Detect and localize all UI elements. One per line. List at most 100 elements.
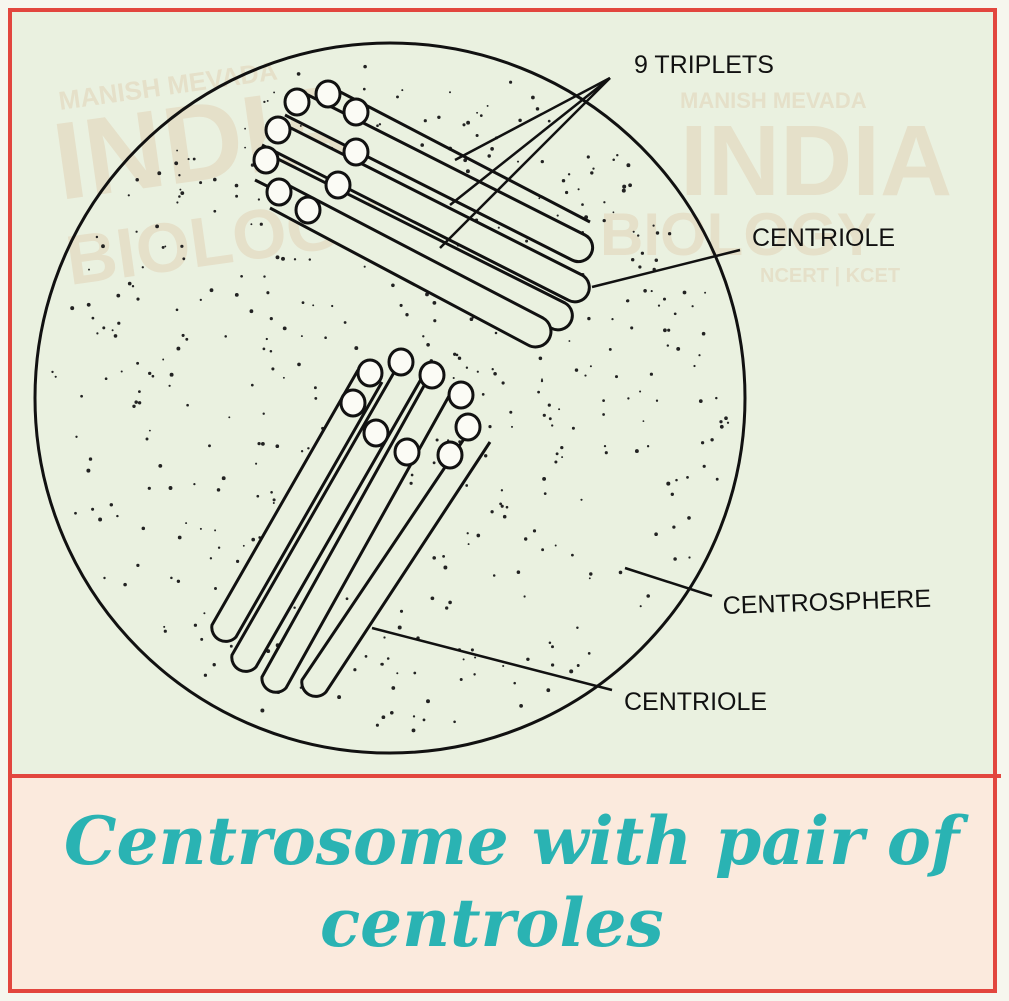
stipple-dot — [136, 297, 140, 301]
stipple-dot — [161, 245, 165, 249]
stipple-dot — [642, 420, 645, 422]
stipple-dot — [262, 347, 266, 351]
stipple-dot — [638, 265, 642, 269]
stipple-dot — [632, 230, 635, 233]
stipple-dot — [185, 522, 188, 525]
caption-line-1: Centrosome with pair of — [64, 802, 960, 880]
stipple-dot — [74, 511, 77, 515]
stipple-dot — [663, 328, 667, 333]
stipple-dot — [174, 161, 179, 166]
stipple-dot — [577, 188, 580, 191]
stipple-dot — [516, 160, 520, 163]
stipple-dot — [550, 663, 555, 667]
stipple-dot — [497, 226, 500, 229]
stipple-dot — [502, 664, 505, 668]
stipple-dot — [432, 556, 436, 560]
stipple-dot — [574, 368, 579, 372]
stipple-dot — [500, 489, 504, 492]
stipple-dot — [260, 708, 265, 713]
stipple-dot — [465, 366, 469, 369]
stipple-dot — [621, 188, 626, 193]
stipple-dot — [466, 532, 469, 535]
stipple-dot — [179, 188, 182, 191]
stipple-dot — [542, 413, 546, 417]
label-centriole-bottom: CENTRIOLE — [624, 688, 767, 716]
stipple-dot — [51, 370, 54, 374]
stipple-dot — [688, 556, 691, 559]
stipple-dot — [676, 346, 681, 351]
stipple-dot — [556, 214, 559, 217]
tubule-bottom-4 — [300, 429, 492, 698]
stipple-dot — [491, 368, 494, 371]
stipple-dot — [213, 177, 217, 182]
tubule-end-icon — [264, 115, 292, 145]
stipple-dot — [127, 194, 130, 197]
stipple-dot — [518, 118, 522, 123]
stipple-dot — [555, 452, 559, 456]
stipple-dot — [618, 570, 623, 575]
stipple-dot — [501, 381, 505, 385]
leader-triplets-1 — [454, 76, 611, 162]
stipple-dot — [80, 394, 83, 398]
stipple-dot — [113, 334, 118, 338]
tubule-end-icon — [454, 412, 482, 442]
stipple-dot — [494, 331, 498, 335]
stipple-dot — [442, 555, 445, 558]
stipple-dot — [272, 498, 276, 502]
stipple-dot — [158, 463, 163, 468]
stipple-dot — [655, 231, 660, 235]
stipple-dot — [169, 372, 174, 377]
stipple-dot — [646, 594, 650, 598]
stipple-dot — [463, 158, 468, 163]
tubule-end-icon — [294, 195, 322, 225]
stipple-dot — [187, 158, 190, 161]
stipple-dot — [547, 403, 551, 407]
leader-centrosphere — [624, 566, 713, 598]
stipple-dot — [719, 424, 724, 429]
label-triplets: 9 TRIPLETS — [634, 51, 774, 79]
stipple-dot — [307, 447, 310, 450]
stipple-dot — [164, 245, 167, 248]
tubule-bottom-2 — [230, 361, 426, 673]
stipple-dot — [390, 711, 394, 715]
figure-caption: Centrosome with pair of centroles — [12, 778, 993, 989]
stipple-dot — [589, 572, 593, 576]
stipple-dot — [88, 457, 93, 461]
stipple-dot — [397, 625, 402, 630]
stipple-dot — [275, 255, 280, 260]
stipple-dot — [547, 119, 551, 123]
stipple-dot — [273, 91, 276, 94]
stipple-dot — [111, 329, 114, 332]
stipple-dot — [214, 587, 217, 590]
stipple-dot — [462, 658, 465, 661]
stipple-dot — [163, 629, 167, 633]
stipple-dot — [168, 486, 173, 490]
stipple-dot — [426, 699, 430, 704]
stipple-dot — [296, 72, 301, 76]
stipple-dot — [386, 657, 390, 660]
stipple-dot — [193, 623, 198, 627]
tubule-end-icon — [418, 360, 446, 390]
stipple-dot — [667, 232, 672, 236]
stipple-dot — [673, 312, 677, 316]
stipple-dot — [86, 468, 91, 473]
stipple-dot — [203, 612, 206, 615]
stipple-dot — [236, 559, 240, 564]
stipple-dot — [588, 577, 591, 580]
stipple-dot — [548, 641, 552, 644]
stipple-dot — [282, 326, 287, 331]
stipple-dot — [667, 328, 671, 332]
stipple-dot — [639, 605, 642, 608]
stipple-dot — [448, 600, 452, 605]
stipple-dot — [423, 119, 427, 123]
stipple-dot — [486, 104, 489, 107]
stipple-dot — [203, 673, 208, 677]
stipple-dot — [249, 309, 254, 314]
stipple-dot — [704, 291, 707, 294]
stipple-dot — [299, 124, 302, 127]
stipple-dot — [116, 514, 119, 518]
stipple-dot — [168, 384, 171, 387]
stipple-dot — [362, 87, 366, 91]
stipple-dot — [271, 367, 275, 371]
stipple-dot — [186, 403, 189, 407]
